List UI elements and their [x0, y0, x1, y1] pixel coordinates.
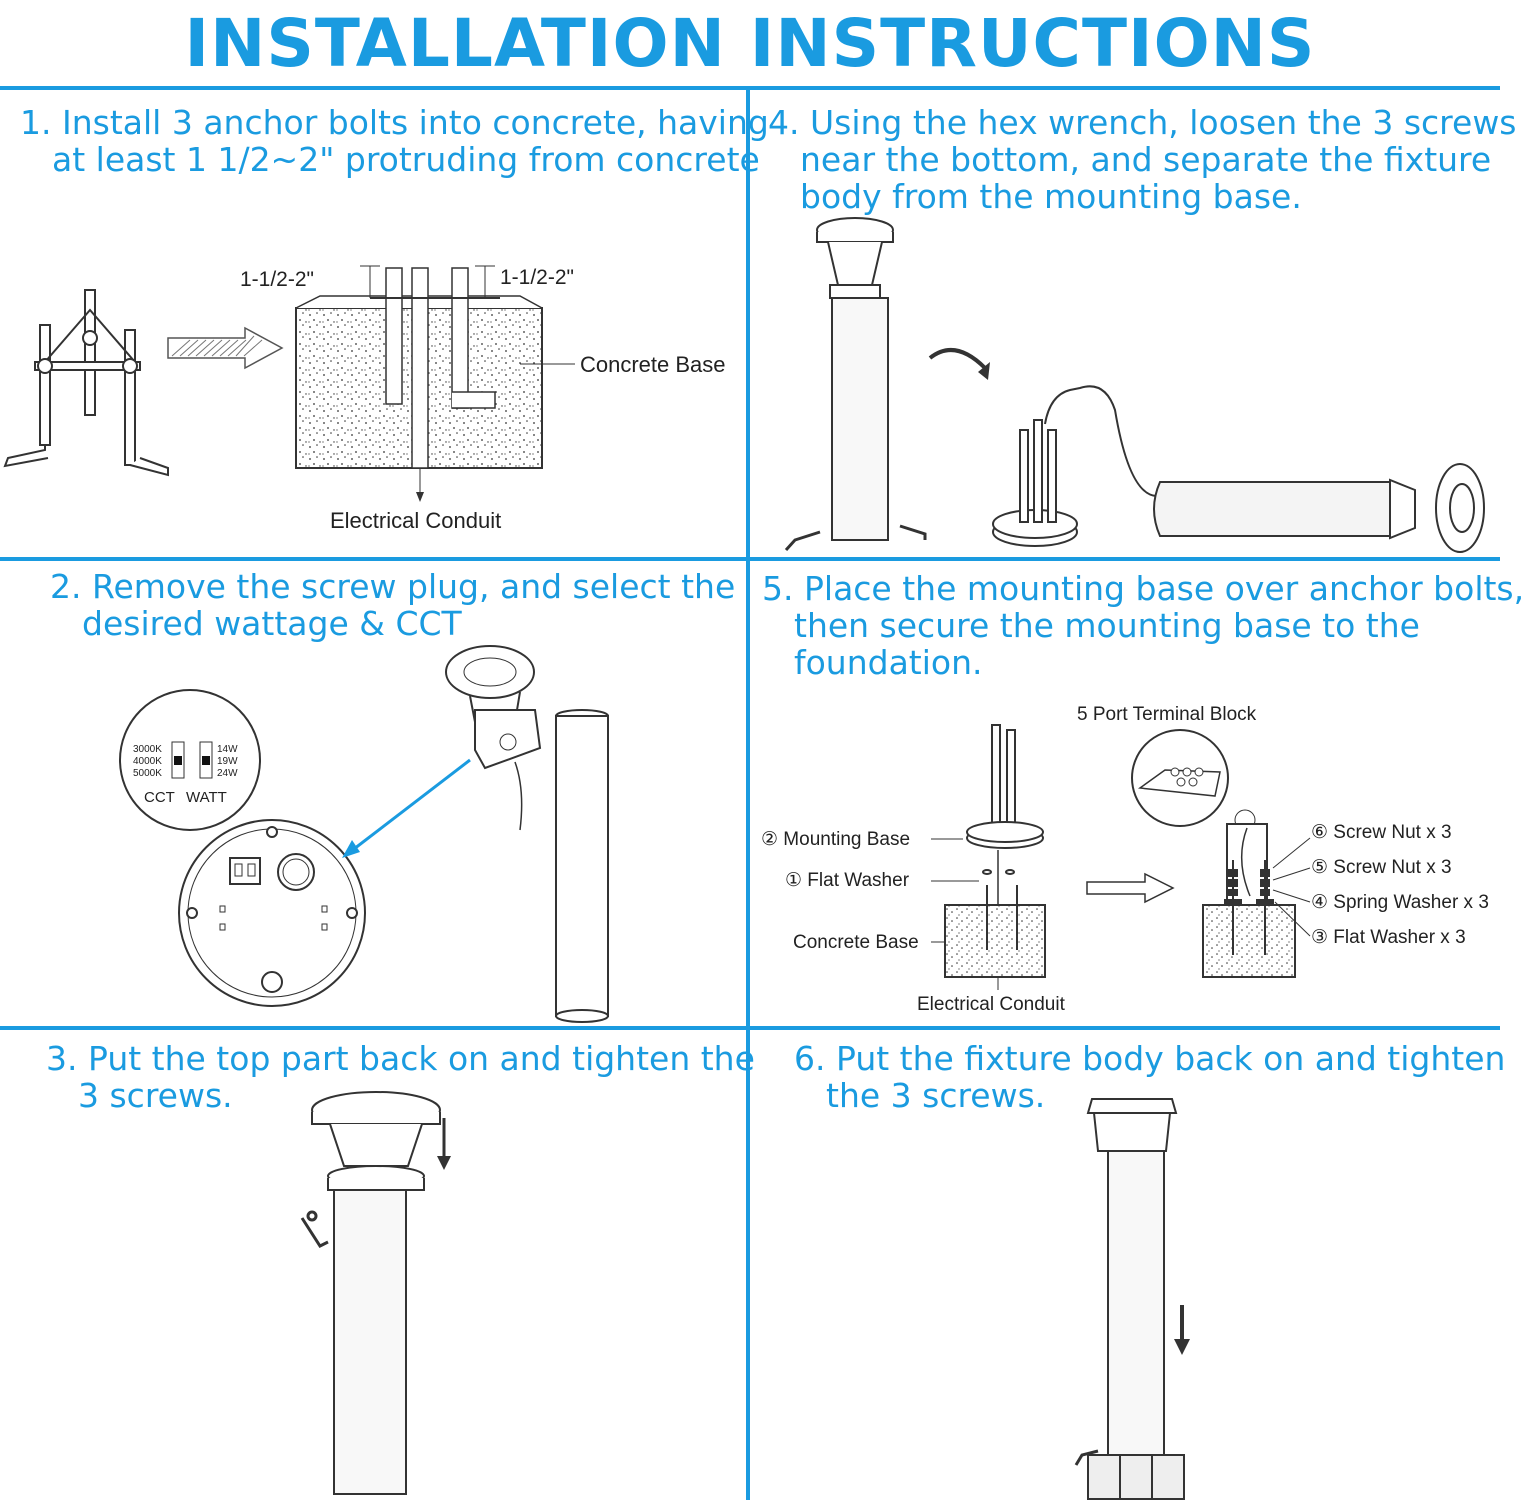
- driver-base-plate-icon: [178, 819, 366, 1007]
- step-6-line-2: the 3 screws.: [826, 1076, 1046, 1115]
- step-3-line-2: 3 screws.: [78, 1076, 233, 1115]
- step-4-text: 4. Using the hex wrench, loosen the 3 sc…: [768, 104, 1517, 215]
- fixture-body-icon: [1153, 463, 1485, 553]
- figure-mounting-base: 5 Port Terminal Block ② Mounting Base ① …: [761, 704, 1489, 1015]
- figure-fixture-back-on: [1074, 1098, 1190, 1500]
- rotate-arrow-icon: [928, 348, 987, 370]
- bollard-top-assembly-icon: [311, 1091, 441, 1495]
- concrete-block: [295, 265, 575, 502]
- step-4-line-3: body from the mounting base.: [800, 177, 1302, 216]
- figure-top-part-back: [300, 1091, 451, 1495]
- step-5-line-1: Place the mounting base over anchor bolt…: [804, 569, 1524, 608]
- step-1-number: 1.: [20, 103, 52, 142]
- watt-label: WATT: [186, 789, 227, 806]
- figure-anchor-bolts: 1-1/2-2" 1-1/2-2" Concrete Base Electric…: [3, 265, 726, 533]
- mounting-base-icon: [992, 419, 1078, 547]
- step-2-number: 2.: [50, 567, 82, 606]
- step-4-line-1: Using the hex wrench, loosen the 3 screw…: [810, 103, 1517, 142]
- right-arrow-icon-5: [1086, 872, 1175, 904]
- step-5-number: 5.: [762, 569, 794, 608]
- divider-top: [0, 86, 1500, 90]
- cct-label: CCT: [144, 789, 175, 806]
- watt-option-19w: 19W: [217, 756, 238, 767]
- cct-option-3000k: 3000K: [133, 744, 162, 755]
- step-2-line-2: desired wattage & CCT: [82, 604, 462, 643]
- step-1-line-1: Install 3 anchor bolts into concrete, ha…: [62, 103, 769, 142]
- flat-washer-label: ① Flat Washer: [785, 870, 910, 891]
- mounting-base-label: ② Mounting Base: [761, 829, 910, 850]
- divider-column: [746, 88, 750, 1500]
- concrete-base-label-5: Concrete Base: [793, 932, 919, 953]
- screw-nut-6-label: ⑥ Screw Nut x 3: [1311, 822, 1452, 843]
- bollard-fixture-icon: [816, 217, 894, 541]
- anchor-bolt-cage-icon: [3, 289, 169, 477]
- electrical-conduit-label: Electrical Conduit: [330, 508, 501, 533]
- step-4-line-2: near the bottom, and separate the fixtur…: [800, 140, 1492, 179]
- hex-wrench-icon-6: [1074, 1449, 1099, 1466]
- step-5-line-3: foundation.: [794, 643, 983, 682]
- step-6-text: 6. Put the fixture body back on and tigh…: [794, 1040, 1505, 1114]
- fixture-tube-icon: [555, 709, 609, 1023]
- switch-zoom-circle: [119, 689, 261, 831]
- hex-wrench-icon-3: [300, 1210, 329, 1248]
- mounting-base-exploded-icon: [944, 724, 1046, 978]
- divider-row-2: [0, 1026, 1500, 1030]
- cct-option-4000k: 4000K: [133, 756, 162, 767]
- step-6-line-1: Put the fixture body back on and tighten: [836, 1039, 1506, 1078]
- fixture-top-icon: [445, 645, 542, 831]
- step-5-text: 5. Place the mounting base over anchor b…: [762, 570, 1524, 681]
- dimension-right-label: 1-1/2-2": [500, 266, 574, 289]
- step-3-number: 3.: [46, 1039, 78, 1078]
- step-6-number: 6.: [794, 1039, 826, 1078]
- page-title: INSTALLATION INSTRUCTIONS: [184, 5, 1316, 82]
- cct-option-5000k: 5000K: [133, 768, 162, 779]
- figure-separate-fixture: [784, 217, 1485, 553]
- watt-option-24w: 24W: [217, 768, 238, 779]
- step-2-text: 2. Remove the screw plug, and select the…: [50, 568, 735, 642]
- flat-washer-3-label: ③ Flat Washer x 3: [1311, 927, 1466, 948]
- installed-base-icon: [1202, 823, 1296, 978]
- spring-washer-label: ④ Spring Washer x 3: [1311, 892, 1489, 913]
- dimension-left-label: 1-1/2-2": [240, 268, 314, 291]
- step-5-line-2: then secure the mounting base to the: [794, 606, 1420, 645]
- watt-option-14w: 14W: [217, 744, 238, 755]
- divider-row-1: [0, 557, 1500, 561]
- assembled-bollard-icon: [1086, 1098, 1185, 1500]
- step-4-number: 4.: [768, 103, 800, 142]
- step-1-line-2: at least 1 1/2~2" protruding from concre…: [52, 140, 760, 179]
- terminal-block-label: 5 Port Terminal Block: [1077, 704, 1257, 725]
- hex-wrench-icon: [784, 524, 927, 552]
- pointer-arrow-icon: [349, 758, 471, 854]
- figure-select-wattage: 3000K 4000K 5000K 14W 19W 24W CCT WATT: [119, 645, 609, 1023]
- screw-nut-5-label: ⑤ Screw Nut x 3: [1311, 857, 1452, 878]
- step-3-line-1: Put the top part back on and tighten the: [88, 1039, 755, 1078]
- step-3-text: 3. Put the top part back on and tighten …: [46, 1040, 755, 1114]
- step-1-text: 1. Install 3 anchor bolts into concrete,…: [20, 104, 769, 178]
- power-cable-icon: [1044, 385, 1161, 498]
- electrical-conduit-label-5: Electrical Conduit: [917, 994, 1066, 1015]
- right-arrow-icon: [167, 326, 284, 370]
- concrete-base-label: Concrete Base: [580, 352, 726, 377]
- step-2-line-1: Remove the screw plug, and select the: [92, 567, 736, 606]
